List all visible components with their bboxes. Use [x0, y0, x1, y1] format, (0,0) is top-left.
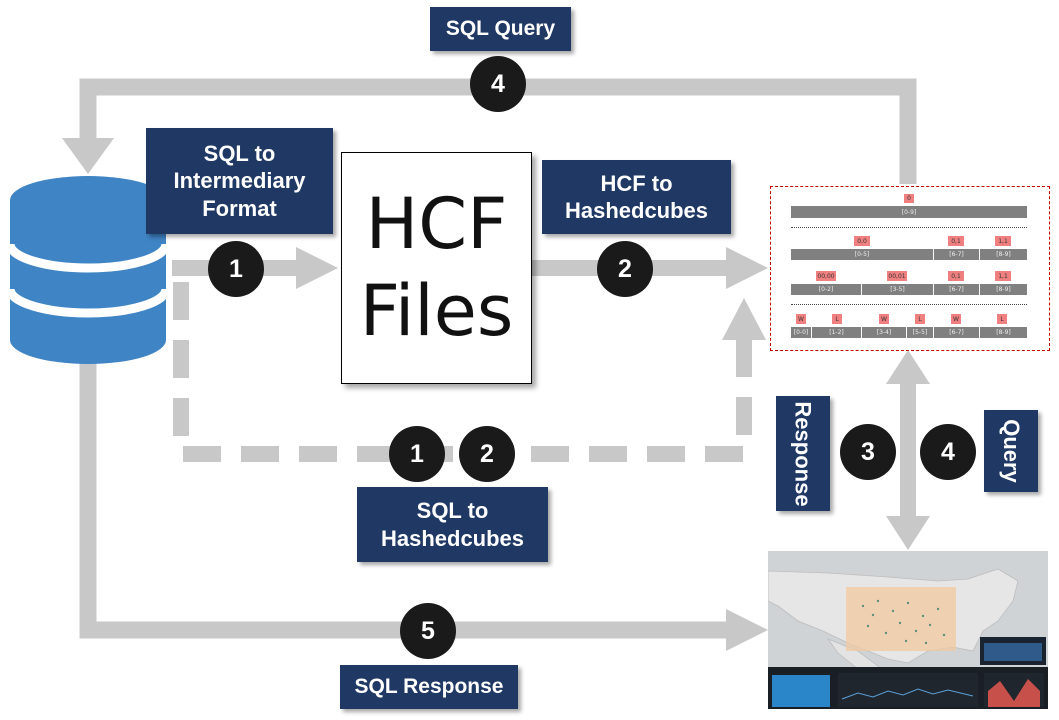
cube-bar: [8-9]: [980, 249, 1027, 260]
cube-chip: 00,00: [816, 271, 836, 281]
cube-chip: 1,1: [995, 236, 1011, 246]
cube-chip: 0: [904, 194, 914, 203]
map-side-widget-heat: [984, 643, 1042, 661]
cube-bar: [8-9]: [980, 327, 1027, 338]
cube-chip: W: [951, 314, 961, 324]
sql-response-arrow: [79, 362, 730, 639]
cube-chip: 0,0: [854, 236, 870, 246]
label-sql-to-hashedcubes: SQL to Hashedcubes: [357, 487, 548, 562]
map-bottom-chart-left: [772, 675, 830, 707]
cube-chip: 0,1: [948, 271, 964, 281]
level-divider: [791, 304, 1027, 305]
map-bottom-line: [841, 688, 974, 700]
step-circle-direct-1: 1: [389, 426, 445, 482]
cube-bar: [0-2]: [791, 284, 861, 295]
cube-chip: 0,1: [948, 236, 964, 246]
cube-bar: [6-7]: [934, 327, 979, 338]
step-circle-direct-2: 2: [459, 426, 515, 482]
cube-bar: [6-7]: [934, 284, 979, 295]
cube-bar: [3-4]: [862, 327, 906, 338]
label-query-text: Query: [999, 419, 1024, 483]
label-hcf-to-hashedcubes: HCF to Hashedcubes: [542, 160, 731, 234]
cube-bar: [6-7]: [934, 249, 979, 260]
label-sql-to-intermediary: SQL to Intermediary Format: [146, 128, 333, 234]
label-response: Response: [776, 396, 830, 511]
cube-bar: [3-5]: [862, 284, 933, 295]
cube-bar: [0-0]: [791, 327, 811, 338]
map-bottom-bars-right: [988, 679, 1040, 707]
hcf-files-box: HCF Files: [341, 152, 532, 384]
label-sql-response: SQL Response: [340, 665, 518, 709]
sql-response-arrowhead: [726, 609, 768, 651]
hcf-box-line2: Files: [359, 270, 514, 352]
hcf-box-line1: HCF: [365, 182, 508, 265]
map-visualization-screenshot: [768, 551, 1048, 709]
step-circle-response: 3: [840, 424, 896, 480]
cube-chip: W: [879, 314, 889, 324]
step-circle-hcf-to-cubes: 2: [597, 241, 653, 297]
cube-bar: [0-5]: [791, 249, 933, 260]
step-circle-top-query: 4: [470, 56, 526, 112]
step-circle-sql-response: 5: [400, 603, 456, 659]
step-circle-query: 4: [920, 424, 976, 480]
cube-chip: W: [796, 314, 806, 324]
label-response-text: Response: [791, 400, 816, 507]
cube-chip: 00,01: [887, 271, 907, 281]
cube-chip: 1,1: [995, 271, 1011, 281]
label-query: Query: [984, 410, 1038, 492]
cube-map-arrowhead-up: [886, 350, 930, 384]
cube-chip: L: [997, 314, 1007, 324]
step-circle-sql-to-hcf: 1: [208, 241, 264, 297]
sql-to-cubes-dashed-arrow: [173, 282, 752, 462]
sql-query-arrowhead: [62, 138, 114, 174]
cube-map-arrowhead-down: [886, 516, 930, 550]
sql-to-cubes-dashed-arrowhead: [722, 298, 766, 340]
hcf-to-cubes-arrowhead: [726, 247, 768, 289]
sql-to-hcf-arrowhead: [296, 247, 338, 289]
label-sql-query: SQL Query: [430, 7, 571, 51]
map-selection-region: [846, 587, 956, 651]
cube-chip: L: [915, 314, 925, 324]
cube-chip: L: [832, 314, 842, 324]
cube-bar: [1-2]: [812, 327, 861, 338]
cube-bar: [5-5]: [907, 327, 933, 338]
level-divider: [791, 227, 1027, 228]
map-data-points: [861, 599, 946, 645]
cube-bar: [0-9]: [791, 206, 1027, 218]
cube-bar: [8-9]: [980, 284, 1027, 295]
map-bottom-chart-mid: [838, 673, 978, 707]
database-icon: [5, 176, 171, 364]
map-graphic: [768, 551, 1048, 709]
hashedcubes-panel: 0 [0-9] 0,0 0,1 1,1 [0-5] [6-7] [8-9] 00…: [770, 186, 1050, 351]
